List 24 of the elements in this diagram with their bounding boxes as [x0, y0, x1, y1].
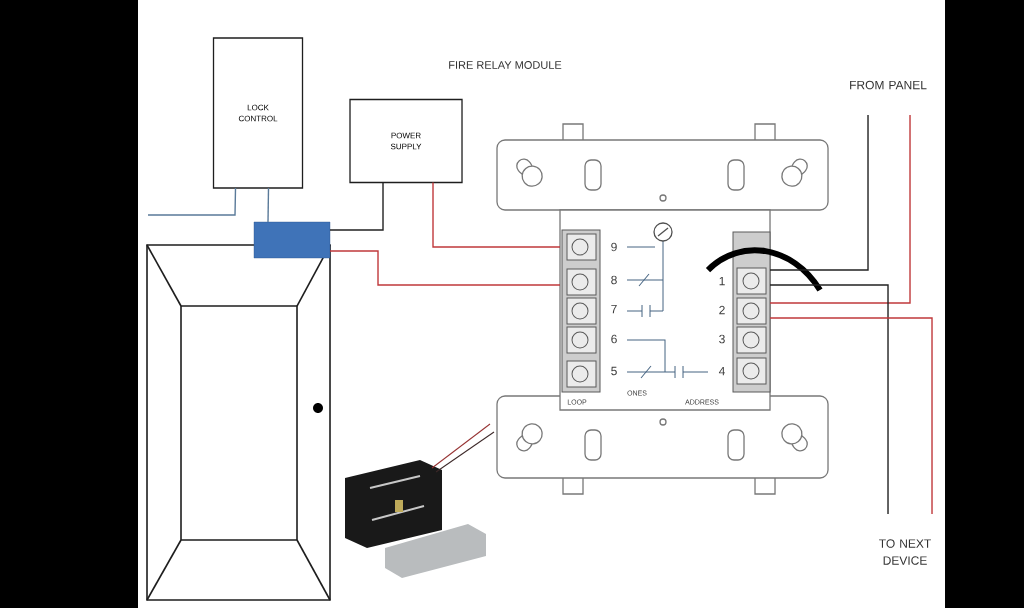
wire	[267, 187, 270, 223]
junction-box	[253, 221, 331, 259]
wire-label: TO NEXT DEVICE	[879, 539, 931, 565]
lock-control-box: LOCK CONTROL	[212, 37, 304, 189]
wire	[769, 114, 911, 304]
terminal-number: 3	[719, 334, 725, 344]
terminal-number: 9	[611, 242, 617, 252]
wire	[329, 181, 384, 231]
wire-label: FROM PANEL	[850, 80, 927, 90]
wire	[769, 317, 933, 515]
terminal-number: 5	[611, 366, 617, 376]
title: FIRE RELAY MODULE	[449, 61, 562, 69]
wire	[769, 284, 889, 515]
wire	[769, 114, 869, 271]
terminal-number: 4	[718, 366, 725, 376]
wire	[432, 181, 561, 248]
power-supply-box: POWER SUPPLY	[349, 98, 463, 184]
terminal-number: 1	[719, 276, 725, 286]
terminal-number: 6	[611, 334, 617, 344]
wire	[147, 187, 237, 216]
terminal-number: 8	[611, 275, 617, 285]
wire	[329, 250, 561, 286]
terminal-number: 7	[611, 304, 617, 314]
terminal-number: 2	[719, 305, 725, 315]
